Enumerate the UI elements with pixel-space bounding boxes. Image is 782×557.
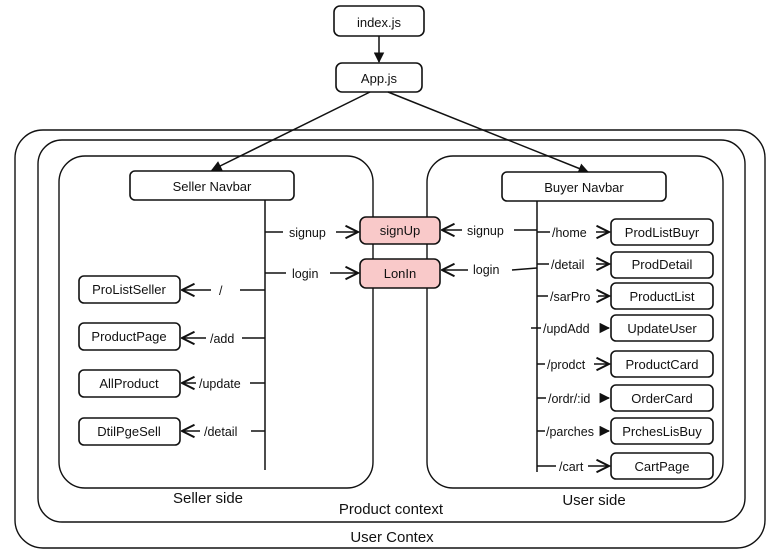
pro-list-seller-node: ProListSeller — [78, 275, 181, 304]
login-node: LonIn — [359, 258, 441, 289]
prod-list-buyr-label: ProdListBuyr — [625, 225, 700, 240]
signup-node: signUp — [359, 216, 441, 245]
prod-detail-node: ProdDetail — [610, 251, 714, 279]
seller-update-edge-label: /update — [199, 377, 241, 391]
prod-detail-label: ProdDetail — [632, 257, 693, 272]
buyer-route-updadd: /updAdd — [531, 322, 611, 336]
user-side-label: User side — [562, 492, 625, 509]
buyer-route-detail: /detail — [537, 258, 609, 272]
buyer-parches-edge-label: /parches — [546, 425, 594, 439]
app-to-buyer-navbar-edge — [387, 91, 589, 174]
prches-lis-buy-label: PrchesLisBuy — [622, 424, 702, 439]
product-context-frame — [37, 139, 746, 523]
buyer-route-prodct: /prodct — [537, 358, 609, 372]
buyer-sarpro-edge-label: /sarPro — [550, 290, 590, 304]
all-product-label: AllProduct — [99, 376, 159, 391]
buyer-route-cart: /cart — [537, 460, 609, 474]
login-label: LonIn — [384, 266, 417, 281]
user-context-frame — [14, 129, 766, 549]
update-user-node: UpdateUser — [610, 314, 714, 342]
product-list-node: ProductList — [610, 282, 714, 310]
user-context-label: User Contex — [350, 529, 434, 546]
seller-side-label: Seller side — [173, 490, 243, 507]
buyer-login-edge-label: login — [473, 263, 499, 277]
seller-add-edge-label: /add — [210, 332, 234, 346]
product-page-label: ProductPage — [91, 329, 166, 344]
buyer-detail-edge-label: /detail — [551, 258, 584, 272]
prches-lis-buy-node: PrchesLisBuy — [610, 417, 714, 445]
pro-list-seller-label: ProListSeller — [92, 282, 166, 297]
update-user-label: UpdateUser — [627, 321, 697, 336]
seller-side-frame — [58, 155, 374, 489]
buyer-route-sarpro: /sarPro — [537, 290, 609, 304]
cart-page-node: CartPage — [610, 452, 714, 480]
buyer-home-edge-label: /home — [552, 226, 587, 240]
buyer-signup-edge-label: signup — [467, 224, 504, 238]
app-js-label: App.js — [361, 71, 398, 86]
buyer-navbar-node: Buyer Navbar — [501, 171, 667, 202]
product-page-node: ProductPage — [78, 322, 181, 351]
seller-route-add: /add — [182, 332, 265, 346]
seller-detail-edge-label: /detail — [204, 425, 237, 439]
seller-root-edge-label: / — [219, 284, 223, 298]
buyer-login-stub — [511, 267, 538, 271]
product-context-label: Product context — [339, 501, 444, 518]
buyer-route-parches: /parches — [537, 425, 611, 439]
user-side-frame — [426, 155, 724, 489]
seller-route-update: /update — [182, 377, 265, 391]
product-card-node: ProductCard — [610, 350, 714, 378]
product-list-label: ProductList — [629, 289, 694, 304]
dtil-pge-sell-node: DtilPgeSell — [78, 417, 181, 446]
seller-navbar-node: Seller Navbar — [129, 170, 295, 201]
buyer-prodct-edge-label: /prodct — [547, 358, 586, 372]
signup-label: signUp — [380, 223, 420, 238]
prod-list-buyr-node: ProdListBuyr — [610, 218, 714, 246]
buyer-route-home: /home — [537, 226, 609, 240]
buyer-navbar-label: Buyer Navbar — [544, 180, 624, 195]
buyer-cart-edge-label: /cart — [559, 460, 584, 474]
all-product-node: AllProduct — [78, 369, 181, 398]
index-js-label: index.js — [357, 15, 402, 30]
buyer-route-ordr: /ordr/:id — [537, 392, 611, 406]
seller-login-edge-label: login — [292, 267, 318, 281]
app-js-node: App.js — [335, 62, 423, 93]
product-card-label: ProductCard — [626, 357, 699, 372]
order-card-node: OrderCard — [610, 384, 714, 412]
seller-navbar-label: Seller Navbar — [173, 179, 252, 194]
app-to-seller-navbar-edge — [211, 91, 371, 171]
buyer-updadd-edge-label: /updAdd — [543, 322, 590, 336]
seller-route-detail: /detail — [182, 425, 265, 439]
seller-route-root: / — [182, 284, 265, 298]
buyer-ordr-edge-label: /ordr/:id — [548, 392, 590, 406]
cart-page-label: CartPage — [635, 459, 690, 474]
order-card-label: OrderCard — [631, 391, 692, 406]
dtil-pge-sell-label: DtilPgeSell — [97, 424, 161, 439]
index-js-node: index.js — [333, 5, 425, 37]
seller-signup-edge-label: signup — [289, 226, 326, 240]
